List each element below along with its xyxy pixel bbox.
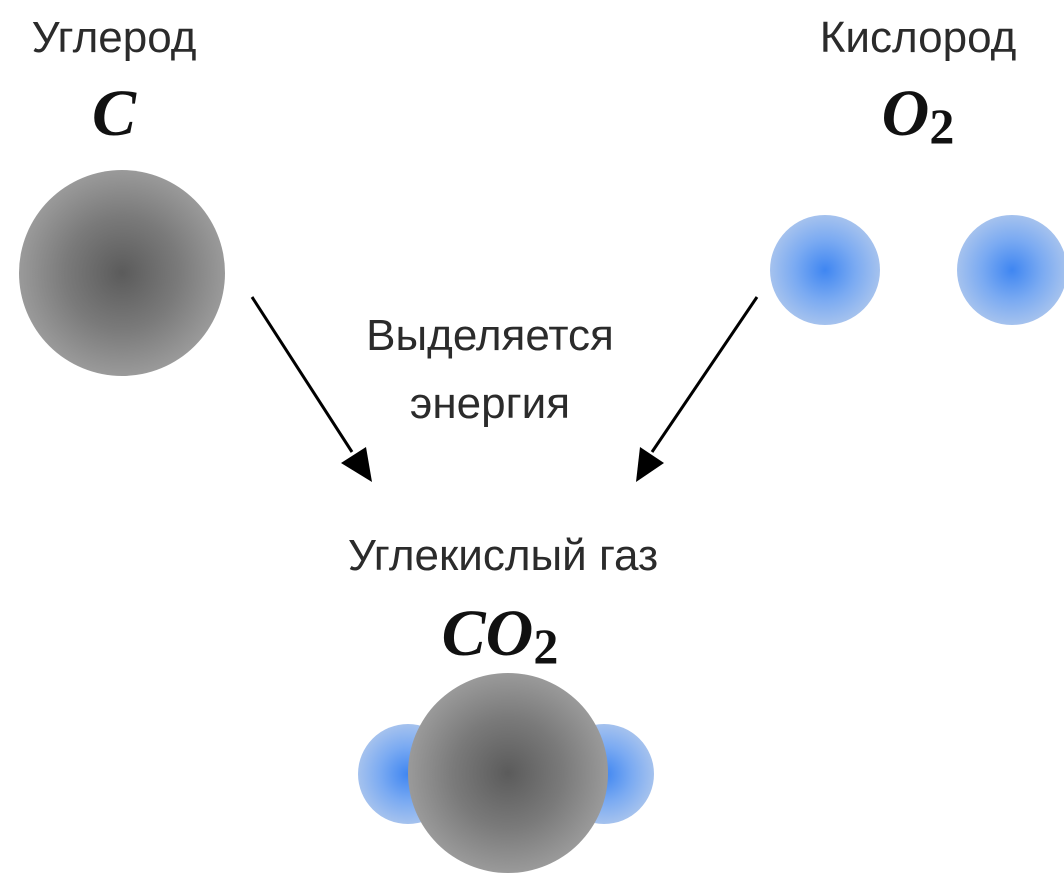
product-formula-sub: 2: [533, 618, 558, 674]
energy-label-line2: энергия: [410, 379, 570, 428]
oxygen-name: Кислород: [820, 13, 1017, 62]
product-formula: CO2: [442, 597, 559, 674]
energy-label-line1: Выделяется: [366, 311, 614, 360]
co2-carbon-atom: [408, 673, 608, 873]
oxygen-formula-main: O: [882, 77, 930, 150]
arrow-oxygen-to-product: [636, 296, 759, 482]
oxygen-atom-1: [770, 215, 880, 325]
carbon-name: Углерод: [32, 13, 197, 62]
oxygen-formula-sub: 2: [929, 98, 954, 154]
product-name: Углекислый газ: [348, 531, 658, 580]
oxygen-formula: O2: [882, 77, 955, 154]
arrow-carbon-to-product: [250, 296, 372, 482]
carbon-formula: C: [92, 77, 137, 150]
product-formula-main: CO: [442, 597, 534, 670]
carbon-atom: [19, 170, 225, 376]
oxygen-atom-2: [957, 215, 1064, 325]
